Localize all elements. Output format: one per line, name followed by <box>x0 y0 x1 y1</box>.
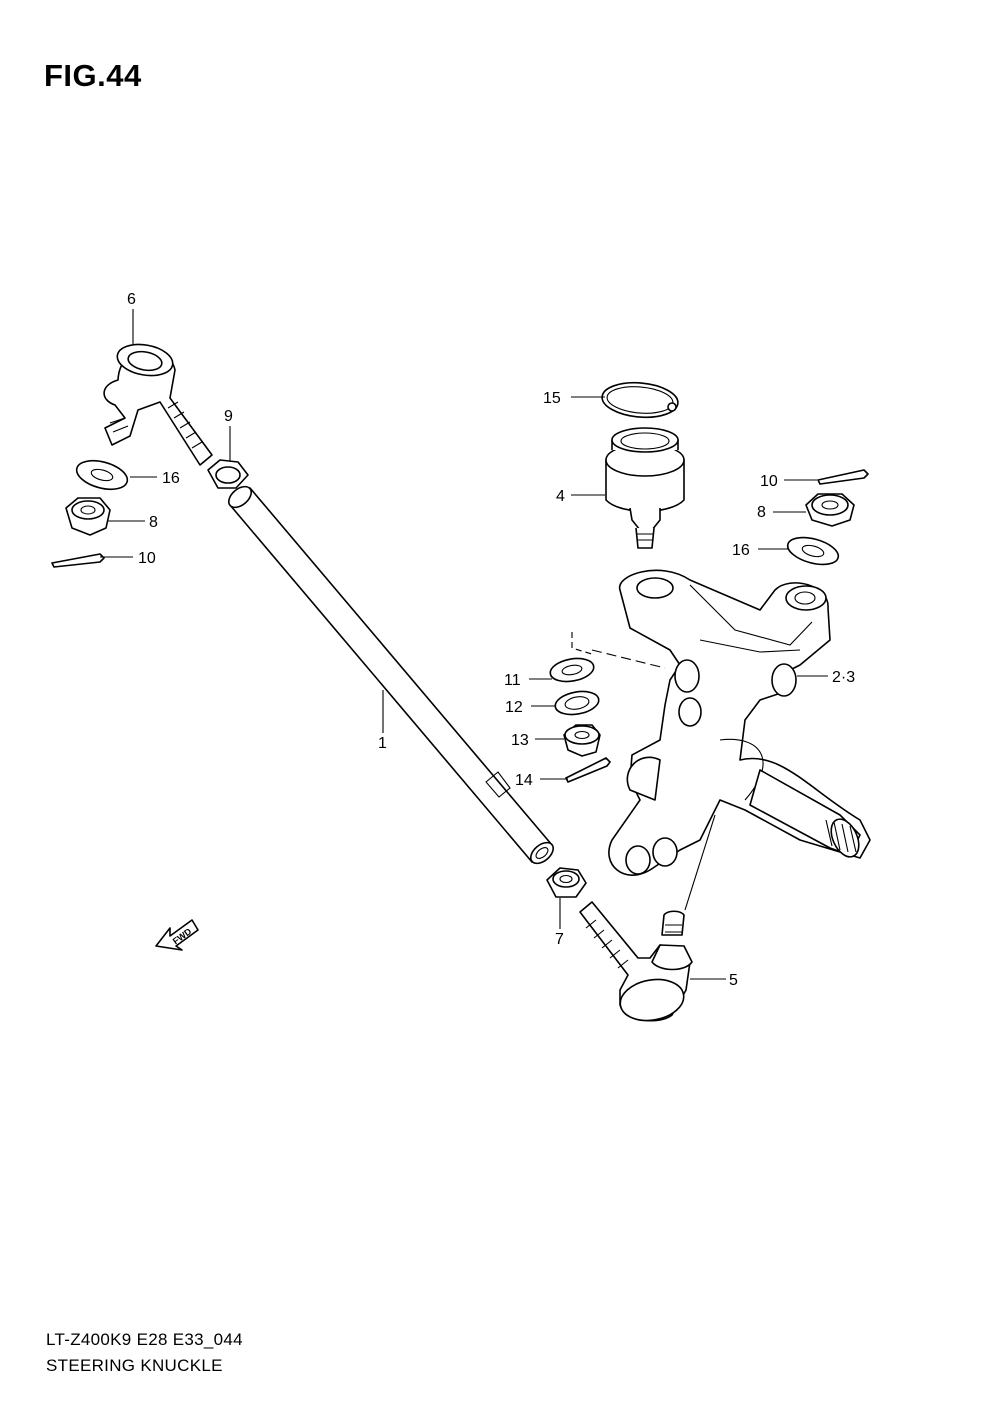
figure-title: FIG.44 <box>44 58 142 93</box>
callout-2-3: 2·3 <box>832 669 855 686</box>
figure-caption: STEERING KNUCKLE <box>46 1356 223 1375</box>
callout-10-right: 10 <box>760 473 778 490</box>
callout-10-left: 10 <box>138 550 156 567</box>
assembly-guide-lines <box>571 632 716 911</box>
callout-7: 7 <box>555 931 564 948</box>
castle-nut-13 <box>563 724 601 757</box>
callout-4: 4 <box>556 488 565 505</box>
callout-15: 15 <box>543 390 561 407</box>
callout-9: 9 <box>224 408 233 425</box>
washer-16-right <box>786 536 840 566</box>
callout-8-right: 8 <box>757 504 766 521</box>
ball-joint-4 <box>605 427 685 549</box>
callout-6: 6 <box>127 291 136 308</box>
callout-11: 11 <box>504 672 521 689</box>
leader-lines <box>100 309 828 980</box>
callout-16-left: 16 <box>162 470 180 487</box>
cotter-pin-14 <box>565 757 611 783</box>
callout-5: 5 <box>729 972 738 989</box>
callout-labels: 1 2·3 4 5 6 7 8 8 9 10 10 11 12 13 14 15… <box>127 291 855 989</box>
callout-8-left: 8 <box>149 514 158 531</box>
cotter-pin-10-left <box>51 553 105 568</box>
washer-11 <box>549 657 595 683</box>
tie-rod <box>227 485 555 865</box>
fwd-arrow-icon: FWD <box>155 919 199 951</box>
castle-nut-8-left <box>65 497 111 536</box>
callout-14: 14 <box>515 772 533 789</box>
callout-13: 13 <box>511 732 529 749</box>
tie-rod-end-upper <box>103 343 213 466</box>
callout-1: 1 <box>378 735 387 752</box>
cotter-pin-10-right <box>817 469 869 485</box>
washer-12 <box>554 690 600 716</box>
tie-rod-end-lower <box>579 901 693 1022</box>
washer-16-left <box>75 459 129 491</box>
lock-nut-9 <box>207 459 249 489</box>
model-code: LT-Z400K9 E28 E33_044 <box>46 1330 243 1349</box>
callout-12: 12 <box>505 699 523 716</box>
callout-16-right: 16 <box>732 542 750 559</box>
castle-nut-8-right <box>805 493 855 527</box>
lock-nut-7 <box>546 867 587 898</box>
steering-knuckle <box>608 569 871 876</box>
circlip-15 <box>601 381 679 419</box>
